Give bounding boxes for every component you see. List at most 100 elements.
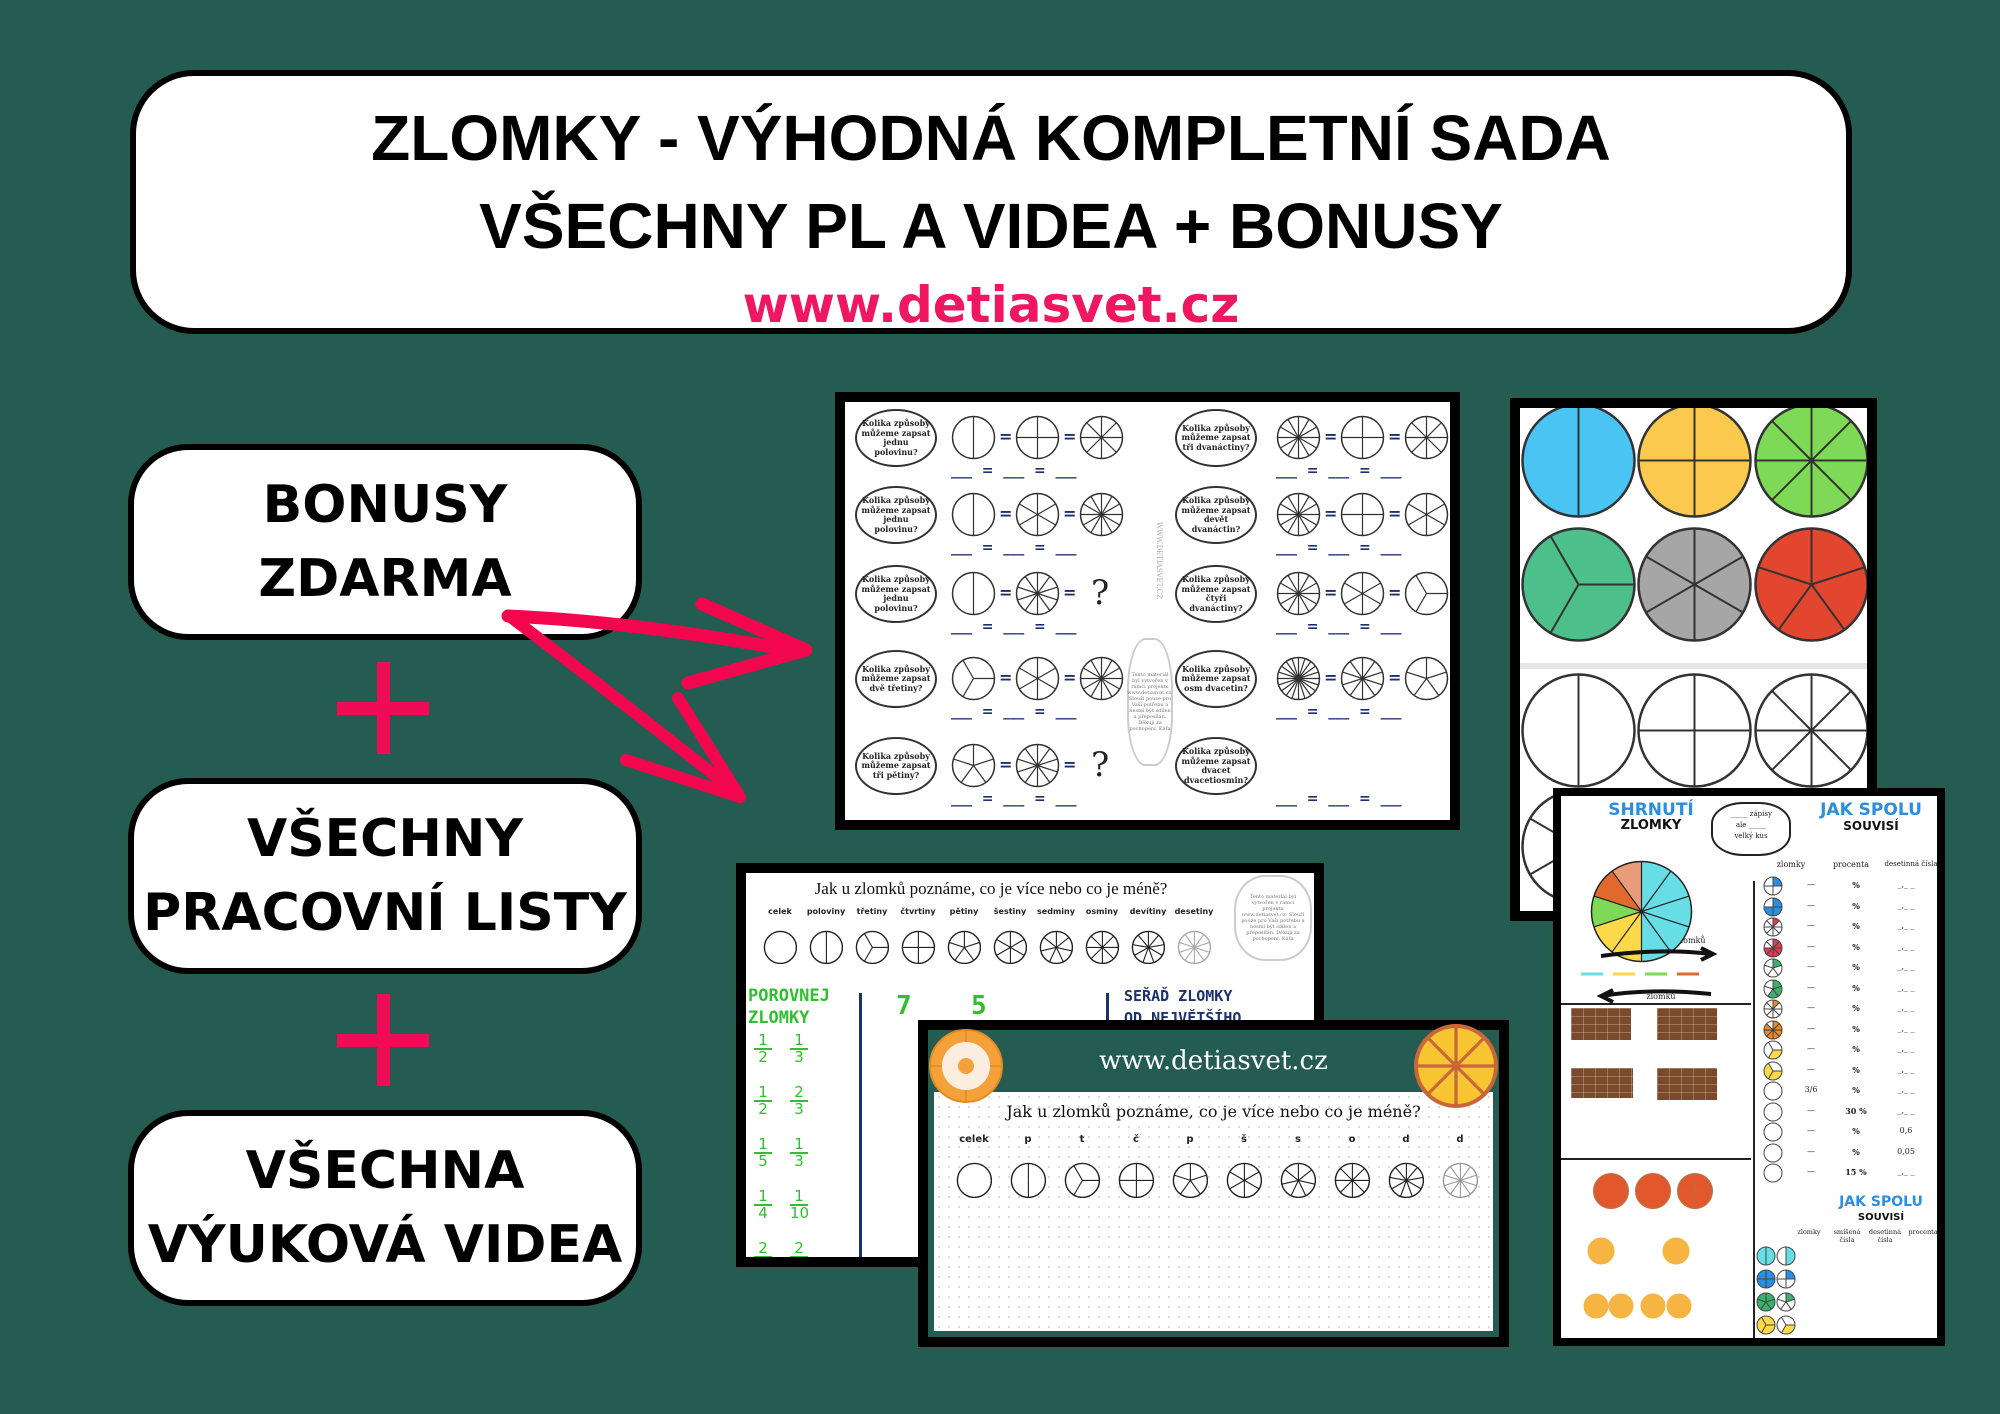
fraction-circle-icon (1276, 492, 1320, 536)
slide-fraction-label: d (1402, 1134, 1410, 1145)
fraction-cell: — (1807, 1146, 1815, 1156)
denominator: 5 (758, 1152, 768, 1170)
arrow-down-head (620, 692, 746, 803)
answer-blanks: ___ = ___ = ___ (951, 704, 1077, 720)
equals-sign: = (1388, 583, 1402, 602)
decimal-cell: 0,6 (1899, 1126, 1913, 1135)
fraction-circle-icon (1763, 958, 1783, 978)
fraction-label: celek (768, 907, 792, 916)
fraction-circle-icon (1388, 1162, 1424, 1198)
slide-fraction-label: p (1186, 1134, 1194, 1145)
fraction-label: sedminy (1037, 907, 1075, 916)
arrow-label: zlomků (1646, 992, 1676, 1001)
website-url[interactable]: www.detiasvet.cz (742, 276, 1240, 334)
summary-poster: SHRNUTÍ ZLOMKY _____ zápisy ale _____ ve… (1553, 788, 1945, 1346)
denominator: 2 (758, 1048, 768, 1066)
question-mark: ? (1091, 745, 1110, 785)
question-bubble: Kolika způsoby můžeme zapsat jednu polov… (855, 486, 937, 544)
answer-blanks: ___ = ___ = ___ (1276, 619, 1402, 635)
slide-fraction-label: č (1133, 1134, 1139, 1145)
column-header: desetinná čísla (1868, 1228, 1902, 1244)
arrow-down-shaft (506, 612, 744, 800)
equals-sign: = (999, 755, 1013, 774)
fraction-circle-icon (1763, 938, 1783, 957)
column-header: desetinná čísla (1884, 860, 1938, 868)
poster-subtitle: SOUVISÍ (1843, 819, 1899, 833)
fraction-circle-icon (1404, 415, 1448, 459)
donut-hole (958, 1058, 974, 1074)
chocolate-bar-icon (1657, 1008, 1717, 1040)
fraction-label: pětiny (949, 907, 979, 916)
numerator: 2 (790, 1085, 808, 1102)
fraction-circle-icon (1583, 1293, 1609, 1319)
question-bubble: Kolika způsoby můžeme zapsat tři dvanáct… (1175, 409, 1257, 467)
answer-blanks: ___ = ___ = ___ (1276, 791, 1402, 807)
compare-heading-line: POROVNEJ (748, 986, 830, 1006)
equals-sign: = (999, 427, 1013, 446)
fraction-circle-icon (1608, 1293, 1634, 1319)
chocolate-bar-icon (1571, 1008, 1631, 1040)
answer-blanks: ___ = ___ = ___ (951, 619, 1077, 635)
fraction-circle-icon (1520, 526, 1636, 642)
fraction-cell: — (1807, 1167, 1815, 1176)
fraction-circle-icon (1763, 897, 1783, 916)
fraction-circle-icon (1636, 672, 1752, 788)
fraction-circle-icon (1756, 1269, 1776, 1289)
slide-fraction-label: s (1295, 1134, 1301, 1145)
question-bubble: Kolika způsoby můžeme zapsat devět dvaná… (1175, 486, 1257, 544)
fraction-circle-icon (951, 571, 995, 615)
video-slide-preview[interactable]: www.detiasvet.cz Jak u zlomků poznáme, c… (918, 1020, 1509, 1347)
title-line-1: ZLOMKY - VÝHODNÁ KOMPLETNÍ SADA (371, 102, 1611, 174)
fraction-circle-icon (901, 930, 935, 964)
percent-cell: 15 % (1845, 1167, 1867, 1177)
column-header: zlomky (1797, 1228, 1821, 1236)
fraction-circle-icon (1753, 526, 1867, 642)
equals-sign: = (1063, 583, 1077, 602)
decimal-cell: _,_ _ (1897, 941, 1915, 951)
decimal-cell: 0,05 (1897, 1146, 1915, 1156)
fraction-circle-icon (1064, 1162, 1100, 1198)
numerator: 2 (754, 1241, 772, 1257)
equals-sign: = (1388, 504, 1402, 523)
fraction-circle-icon (1404, 656, 1448, 700)
fraction-circle-icon (1763, 1163, 1783, 1183)
offer-line: VÝUKOVÁ VIDEA (147, 1215, 623, 1275)
percent-cell: % (1852, 1023, 1860, 1034)
fraction-circle-icon (1520, 408, 1636, 518)
fraction-cell: — (1807, 982, 1815, 992)
equals-sign: = (999, 583, 1013, 602)
question-bubble: Kolika způsoby můžeme zapsat čtyři dvaná… (1175, 565, 1257, 623)
arrow-right-head (681, 597, 813, 690)
decimal-cell: _,_ _ (1897, 1167, 1915, 1176)
chocolate-bar-icon (1571, 1068, 1633, 1098)
slide-fraction-label: celek (959, 1134, 989, 1145)
fraction-circle-icon (1226, 1162, 1262, 1198)
compare-heading-line: ZLOMKY (748, 1008, 810, 1028)
answer-blanks: ___ = ___ = ___ (1276, 463, 1402, 479)
arrows-illustration (1581, 946, 1718, 1004)
sample-number: 5 (971, 991, 987, 1021)
divider (859, 993, 862, 1257)
denominator: 4 (758, 1204, 768, 1222)
question-bubble: Kolika způsoby můžeme zapsat tři pětiny? (855, 737, 937, 795)
question-bubble: Kolika způsoby můžeme zapsat jednu polov… (855, 565, 937, 623)
numerator: 1 (790, 1137, 808, 1154)
fraction-cell: — (1807, 1023, 1815, 1033)
fraction-circle-icon (1442, 1162, 1478, 1198)
fraction-circle-icon (1010, 1162, 1046, 1198)
percent-cell: % (1852, 1003, 1860, 1013)
fraction-circle-icon (1635, 1173, 1671, 1209)
fraction-circle-icon (1276, 571, 1320, 615)
poster-title: JAK SPOLU (1839, 1194, 1923, 1210)
offer-line: PRACOVNÍ LISTY (143, 883, 627, 943)
fraction-label: šestiny (993, 907, 1027, 916)
fraction-circle-icon (1776, 1315, 1796, 1335)
numerator: 1 (790, 1189, 808, 1206)
percent-cell: % (1852, 1044, 1860, 1054)
fraction-cell: — (1807, 921, 1815, 930)
divider (1561, 1158, 1751, 1160)
percent-cell: % (1852, 880, 1860, 890)
